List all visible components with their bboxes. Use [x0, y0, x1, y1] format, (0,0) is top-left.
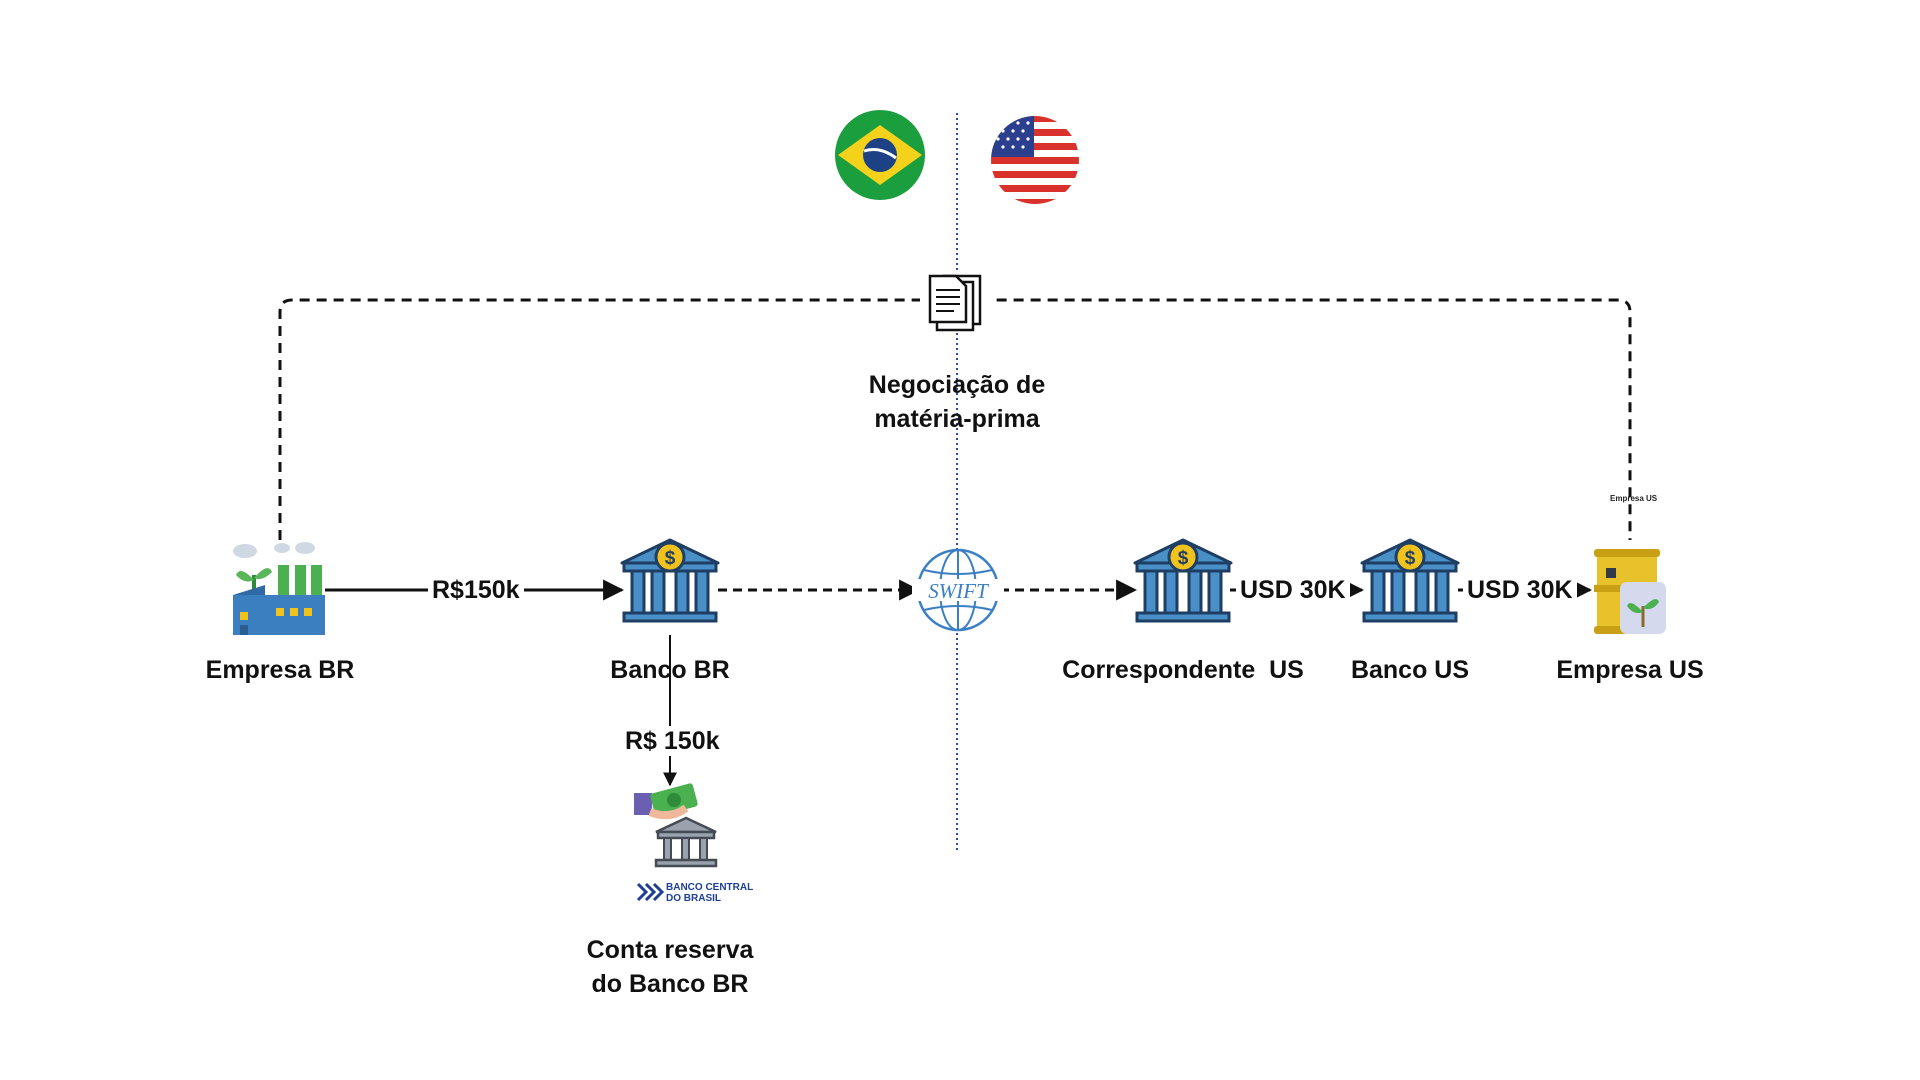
- negotiation-label: Negociação de matéria-prima: [857, 368, 1057, 436]
- correspondente-us-label: Correspondente US: [1062, 656, 1304, 684]
- banco-central-logo-icon: [636, 882, 665, 902]
- svg-text:$: $: [1178, 548, 1189, 569]
- conta-reserva-label: Conta reserva do Banco BR: [565, 933, 775, 1001]
- bank-icon: $: [620, 538, 720, 623]
- deposit-bank-icon: [634, 783, 718, 868]
- contract-documents-icon: [920, 272, 990, 332]
- factory-icon: [233, 542, 325, 635]
- svg-text:$: $: [665, 548, 676, 569]
- usa-flag-icon: [991, 116, 1079, 204]
- edge-label-rs150k: R$150k: [428, 575, 524, 605]
- edge-label-usd30k-1: USD 30K: [1236, 575, 1350, 605]
- banco-br-label: Banco BR: [610, 656, 730, 684]
- empresa-us-small-label: Empresa US: [1610, 494, 1658, 503]
- negotiation-label-line2: matéria-prima: [874, 405, 1040, 433]
- negotiation-label-line1: Negociação de: [868, 371, 1046, 399]
- swift-globe-icon: SWIFT: [912, 548, 1004, 632]
- empresa-us-label: Empresa US: [1556, 656, 1704, 684]
- svg-text:$: $: [1405, 548, 1416, 569]
- bank-icon: $: [1360, 538, 1460, 623]
- bank-icon: $: [1133, 538, 1233, 623]
- conta-reserva-label-line1: Conta reserva: [586, 936, 754, 964]
- banco-us-label: Banco US: [1350, 656, 1470, 684]
- swift-label: SWIFT: [928, 579, 989, 603]
- edge-label-usd30k-2: USD 30K: [1463, 575, 1577, 605]
- conta-reserva-label-line2: do Banco BR: [591, 970, 749, 998]
- oil-barrel-plant-icon: [1594, 549, 1666, 634]
- banco-central-logo-line2: DO BRASIL: [666, 893, 721, 904]
- brazil-flag-icon: [835, 110, 925, 200]
- banco-central-logo-text: BANCO CENTRAL DO BRASIL: [666, 882, 753, 904]
- edge-label-rs-150k: R$ 150k: [621, 726, 724, 756]
- empresa-br-label: Empresa BR: [205, 656, 355, 684]
- banco-central-logo-line1: BANCO CENTRAL: [666, 882, 754, 893]
